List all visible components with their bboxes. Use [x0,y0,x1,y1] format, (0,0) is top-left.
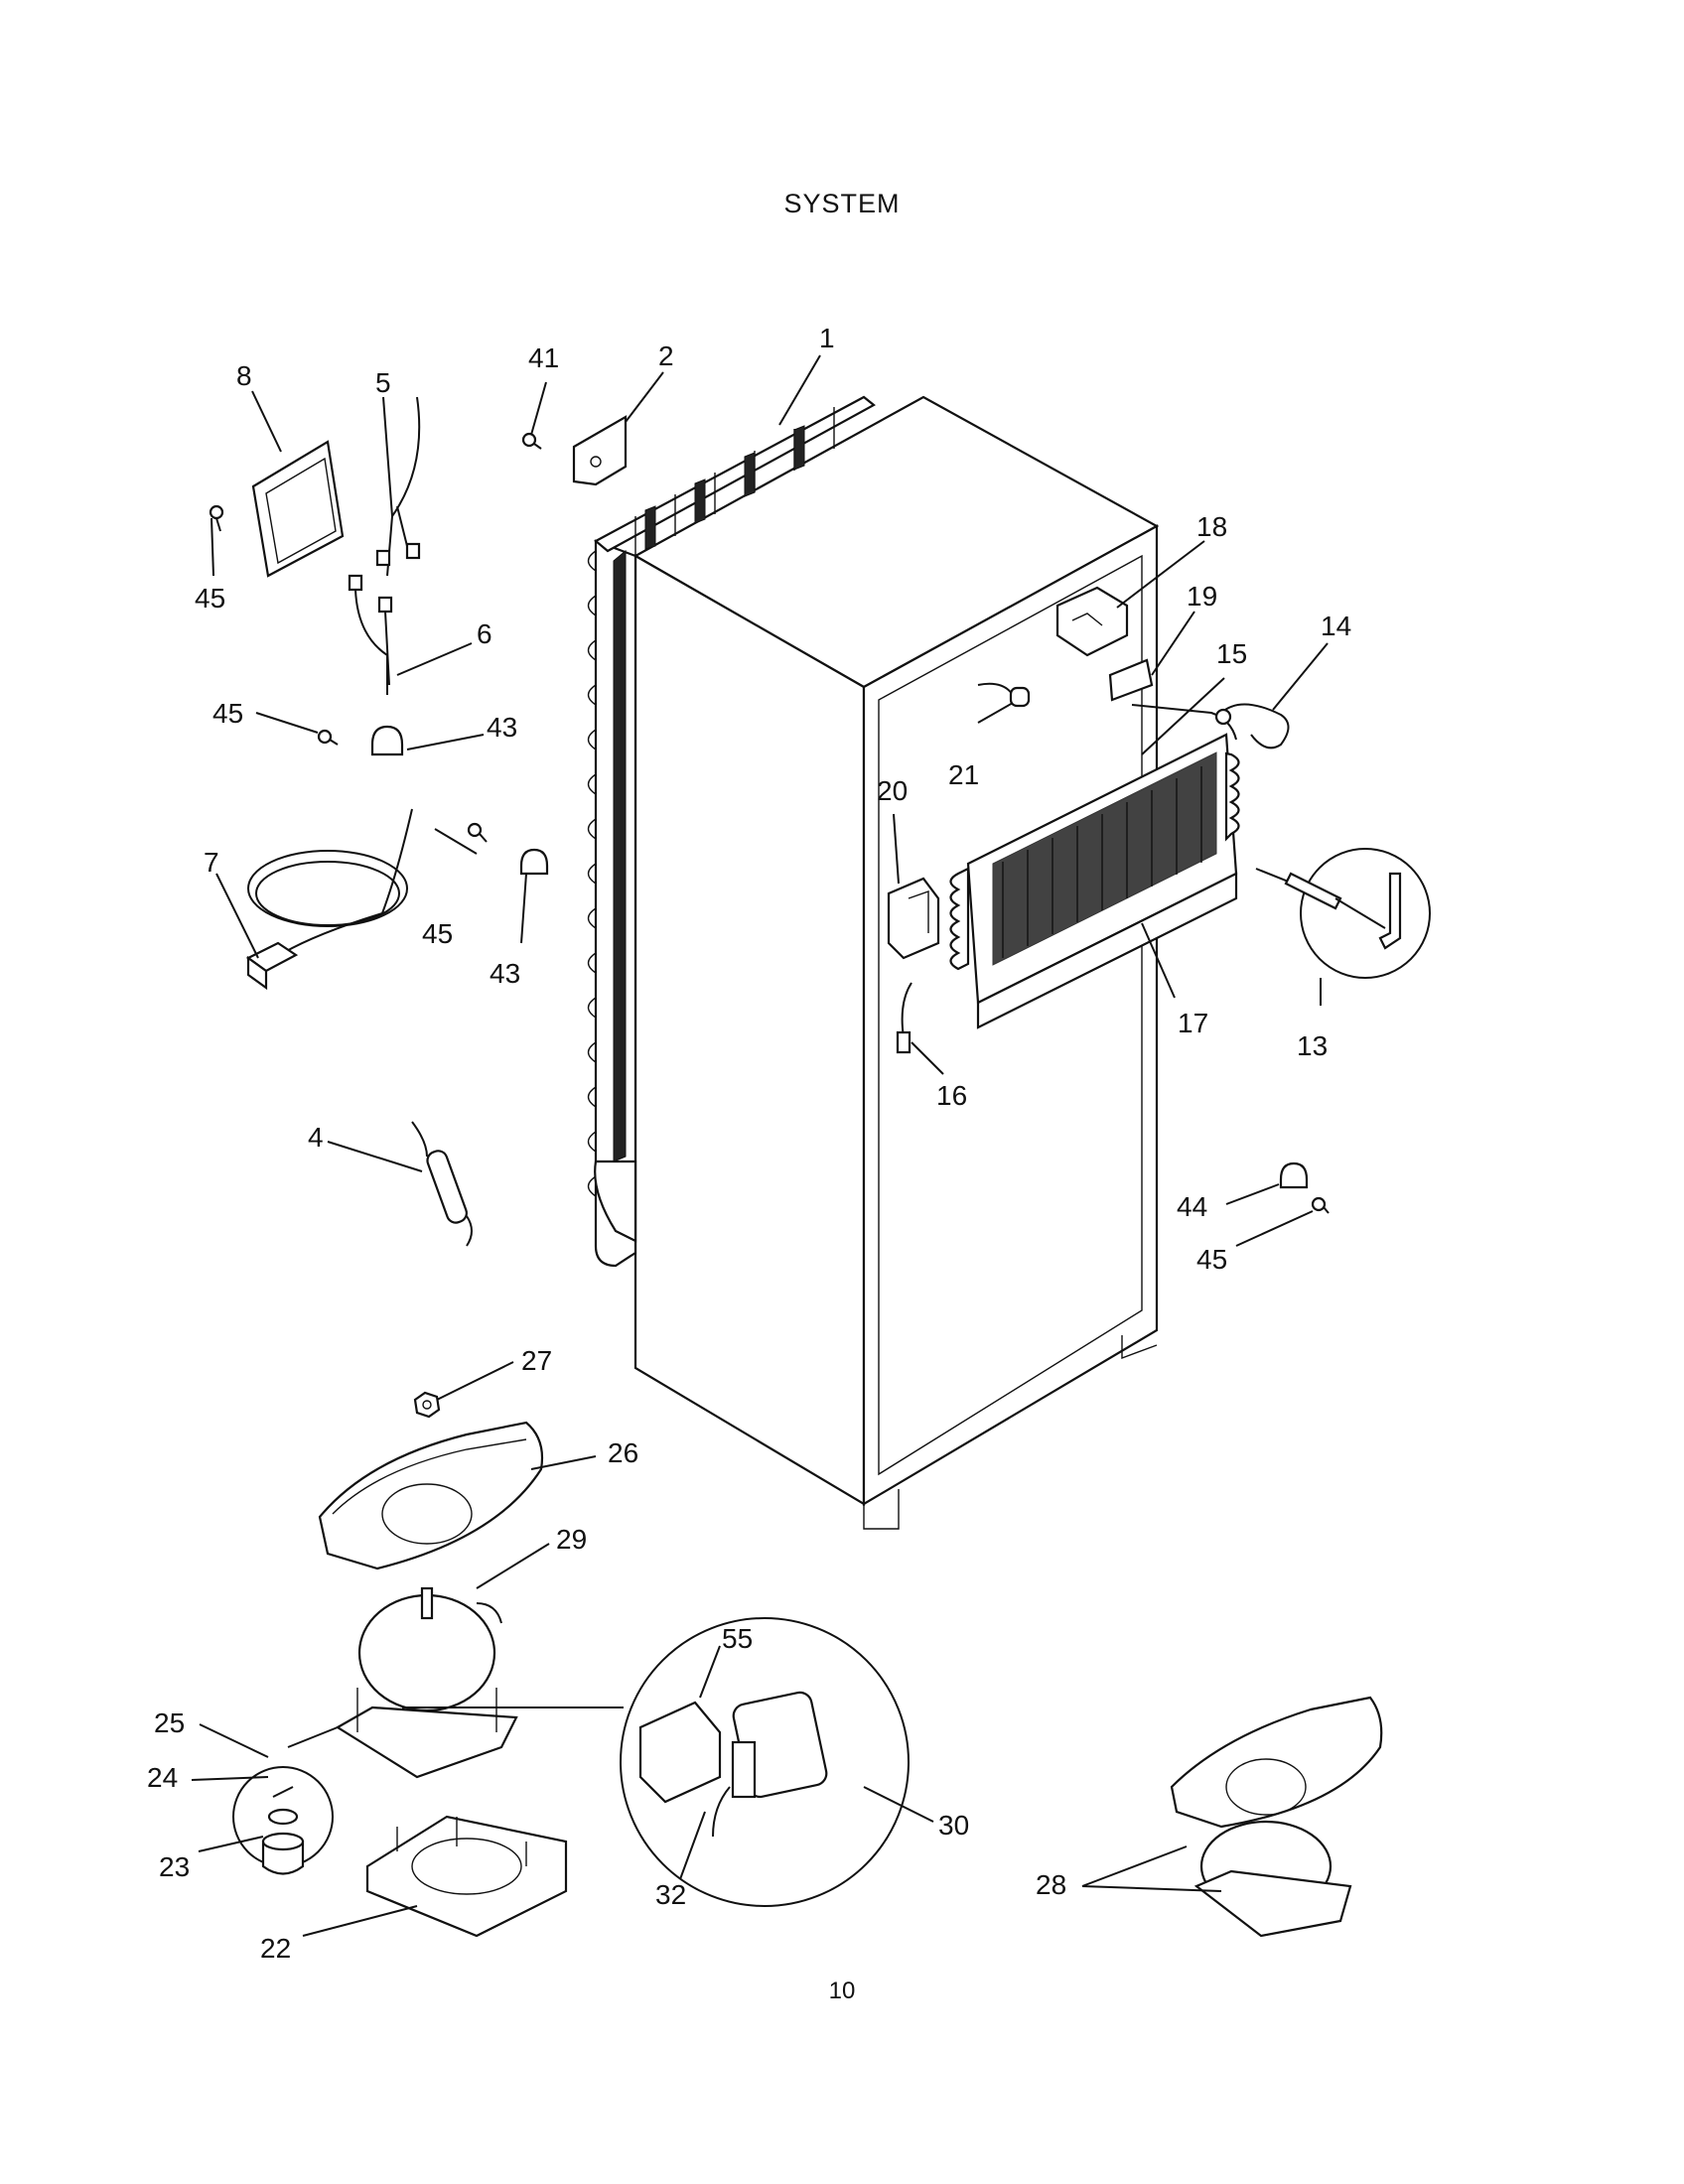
callout-43: 43 [487,712,517,743]
part-4-filter-drier [411,1121,473,1247]
refrigerator-cabinet [632,395,1160,1530]
part-14-15-tubing [1131,703,1290,750]
callout-13: 13 [1297,1030,1328,1061]
callout-1: 1 [819,323,835,353]
callout-14: 14 [1321,611,1351,641]
part-45-screw [467,822,488,843]
part-44-clamp [1279,1161,1309,1189]
callout-19: 19 [1187,581,1217,612]
callout-8: 8 [236,360,252,391]
part-45-screw [317,729,339,746]
part-30-32-55-relay-detail [620,1617,910,1907]
callout-4: 4 [308,1122,324,1153]
part-45-screw [209,504,224,532]
part-43-clamp [519,848,549,876]
callout-7: 7 [204,847,219,878]
part-18-defrost-timer [1055,586,1129,657]
callout-18: 18 [1196,511,1227,542]
callout-21: 21 [948,759,979,790]
callout-27: 27 [521,1345,552,1376]
callout-29: 29 [556,1524,587,1555]
callout-44: 44 [1177,1191,1207,1222]
callout-45: 45 [1196,1244,1227,1275]
callout-22: 22 [260,1933,291,1964]
callout-15: 15 [1216,638,1247,669]
part-20-drain-trough [887,877,940,960]
callout-30: 30 [938,1810,969,1841]
callout-45: 45 [195,583,225,614]
part-43-clamp [370,725,404,756]
callout-32: 32 [655,1879,686,1910]
part-41-screw [521,432,542,450]
part-26-drain-pan [318,1421,544,1570]
evaporator-coil [949,733,1240,1029]
callout-17: 17 [1178,1008,1208,1038]
callout-6: 6 [477,618,492,649]
part-2-bracket [572,415,628,486]
part-8-cover-plate [251,440,345,578]
callout-16: 16 [936,1080,967,1111]
page-title: SYSTEM [783,189,901,218]
part-45-screw [1311,1196,1330,1214]
part-16-defrost-heater-wire [896,982,912,1054]
callout-45: 45 [422,918,453,949]
callout-2: 2 [658,341,674,371]
condenser-coil [587,395,876,1268]
callout-5: 5 [375,367,391,398]
callout-25: 25 [154,1707,185,1738]
callout-labels: 1 2 41 5 8 45 6 45 43 7 45 43 4 18 19 15… [147,323,1351,1964]
callout-45: 45 [212,698,243,729]
callout-23: 23 [159,1851,190,1882]
part-21-thermostat-sensor [977,682,1031,708]
callout-20: 20 [877,775,908,806]
callout-41: 41 [528,342,559,373]
part-5-6-wire-harness [348,396,421,695]
part-13-detail-circle [1255,848,1431,979]
part-28-compressor-assembly [1170,1696,1383,1938]
part-27-nut [413,1391,441,1419]
callout-43: 43 [490,958,520,989]
page-number: 10 [828,1978,856,2004]
leader-lines [191,354,1329,1937]
part-22-mounting-bracket [365,1815,568,1938]
part-7-power-cord [245,808,413,991]
callout-28: 28 [1036,1869,1066,1900]
part-19-bracket [1108,658,1154,702]
callout-26: 26 [608,1437,638,1468]
part-23-24-25-grommet-detail [232,1766,334,1875]
callout-55: 55 [722,1623,753,1654]
part-29-compressor [335,1586,518,1779]
callout-24: 24 [147,1762,178,1793]
